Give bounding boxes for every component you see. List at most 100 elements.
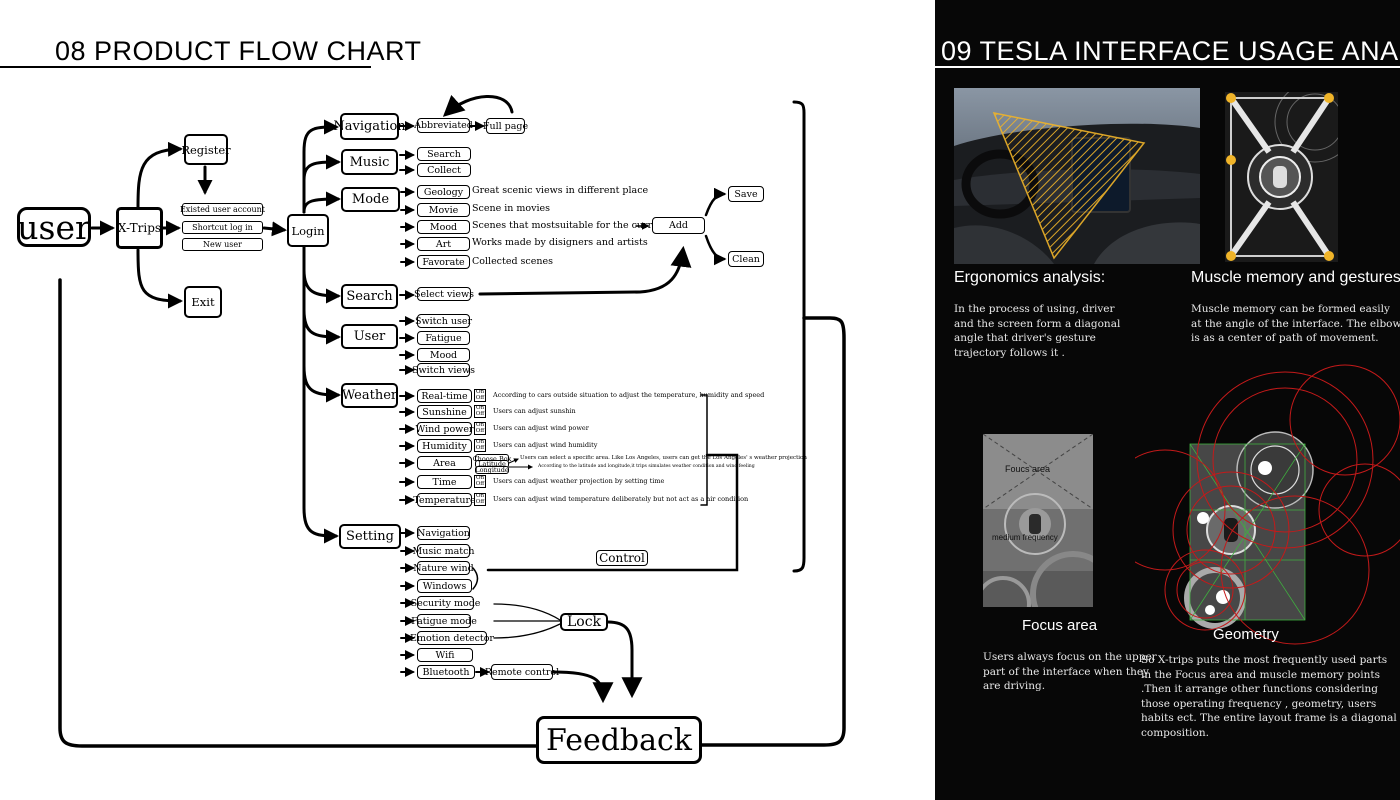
- mode-mood-desc: Scenes that mostsuitable for the current…: [472, 220, 698, 231]
- switch-user-node: Switch user: [414, 314, 473, 328]
- focus-heading: Focus area: [1022, 617, 1098, 634]
- on-label: On: [475, 475, 485, 481]
- off-label: Off: [475, 498, 485, 505]
- mode-art-desc: Works made by disigners and artists: [472, 237, 648, 248]
- flow-connectors: [58, 94, 846, 748]
- weather-item: Sunshine: [417, 405, 472, 419]
- analysis-panel: 09 TESLA INTERFACE USAGE ANALYSIS: [935, 0, 1400, 800]
- muscle-heading: Muscle memory and gestures:: [1191, 269, 1400, 286]
- weather-item: Temperature: [413, 493, 476, 507]
- save-node: Save: [728, 186, 764, 202]
- ergonomics-text: In the process of using, driver and the …: [954, 303, 1121, 359]
- mode-node: Mode: [341, 187, 400, 212]
- mode-favorate-node: Favorate: [417, 255, 470, 269]
- off-label: Off: [475, 480, 485, 487]
- weather-node: Weather: [341, 383, 398, 408]
- off-label: Off: [475, 427, 485, 434]
- abbreviated-node: Abbreviated: [414, 118, 473, 133]
- area-desc-2: According to the latitude and longitude,…: [538, 464, 755, 469]
- on-label: On: [475, 422, 485, 428]
- remote-control-node: Remote control: [485, 664, 559, 680]
- add-node: Add: [652, 217, 705, 234]
- setting-item: Bluetooth: [417, 665, 475, 679]
- flow-chart-title: 08 PRODUCT FLOW CHART: [55, 36, 422, 66]
- weather-item-desc: Users can adjust sunshin: [493, 407, 576, 415]
- setting-item: Windows: [417, 579, 472, 593]
- analysis-title-rule: [935, 66, 1400, 68]
- user-menu-node: User: [341, 324, 398, 349]
- navigation-node: Navigation: [333, 113, 406, 140]
- weather-item-desc: Users can adjust wind temperature delibe…: [493, 495, 749, 503]
- user-fatigue-node: Fatigue: [417, 331, 470, 345]
- analysis-title: 09 TESLA INTERFACE USAGE ANALYSIS: [941, 36, 1400, 66]
- on-label: On: [475, 405, 485, 411]
- account-option-shortcut: Shortcut log in: [182, 221, 263, 234]
- focus-area-label: Foucs area: [1005, 464, 1051, 474]
- weather-item: Area: [417, 456, 472, 470]
- login-node: Login: [287, 214, 329, 247]
- on-label: On: [475, 493, 485, 499]
- off-label: Off: [475, 444, 485, 451]
- mode-art-node: Art: [417, 237, 470, 251]
- muscle-text: Muscle memory can be formed easily at th…: [1191, 303, 1400, 344]
- off-label: Off: [475, 394, 485, 401]
- mode-geology-desc: Great scenic views in different place: [472, 185, 649, 196]
- off-label: Off: [475, 410, 485, 417]
- flow-chart-title-rule: [0, 66, 371, 68]
- music-collect-node: Collect: [417, 163, 471, 177]
- geometry-text: So X-trips puts the most frequently used…: [1141, 654, 1397, 739]
- mode-geology-node: Geology: [417, 185, 470, 199]
- lock-node: Lock: [560, 613, 608, 631]
- music-node: Music: [341, 149, 398, 175]
- setting-item: Music match: [412, 544, 475, 558]
- weather-item: Time: [417, 475, 472, 489]
- weather-item: Real-time: [417, 389, 472, 403]
- account-option-existed: Existed user account: [179, 203, 266, 216]
- control-node: Control: [596, 550, 648, 566]
- weather-item-desc: Users can adjust wind humidity: [493, 441, 598, 449]
- setting-item: Nature wind: [413, 561, 474, 575]
- flow-chart-panel: 08 PRODUCT FLOW CHART: [0, 36, 846, 764]
- focus-area-image: Foucs area medium frequency: [983, 434, 1093, 607]
- clean-node: Clean: [728, 251, 764, 267]
- focus-text: Users always focus on the upper part of …: [983, 651, 1157, 692]
- weather-item: Wind power: [415, 422, 474, 436]
- car-interior-photo: [954, 88, 1200, 264]
- mode-favorate-desc: Collected scenes: [472, 256, 553, 267]
- user-node: user: [17, 207, 91, 247]
- user-mood-node: Mood: [417, 348, 470, 362]
- weather-item-desc: Users can adjust wind power: [493, 424, 589, 432]
- weather-item-desc: Users can adjust weather projection by s…: [493, 477, 665, 485]
- medium-frequency-label: medium frequency: [992, 533, 1058, 542]
- exit-node: Exit: [184, 286, 222, 318]
- mode-movie-node: Movie: [417, 203, 470, 217]
- switch-views-node: Switch views: [412, 363, 475, 377]
- account-option-new: New user: [182, 238, 263, 251]
- select-views-node: Select views: [414, 287, 474, 301]
- area-longitude: Longitude: [475, 466, 509, 474]
- geometry-heading: Geometry: [1213, 626, 1279, 643]
- setting-item: Navigation: [417, 526, 470, 540]
- on-label: On: [475, 439, 485, 445]
- weather-item: Humidity: [417, 439, 472, 453]
- mode-mood-node: Mood: [417, 220, 470, 234]
- full-page-node: Full page: [483, 118, 528, 134]
- setting-item: Fatigue mode: [411, 614, 477, 628]
- feedback-node: Feedback: [536, 716, 702, 764]
- muscle-memory-interface-image: [1225, 92, 1338, 262]
- register-node: Register: [181, 134, 231, 165]
- area-desc-1: Users can select a specific area. Like L…: [520, 455, 807, 461]
- setting-item: Emotion detector: [410, 631, 494, 645]
- weather-item-desc: According to cars outside situation to a…: [493, 391, 765, 399]
- setting-node: Setting: [339, 524, 401, 549]
- geometry-image: [1135, 360, 1400, 660]
- setting-item: Security mode: [410, 596, 481, 610]
- setting-item: Wifi: [417, 648, 473, 662]
- ergonomics-heading: Ergonomics analysis:: [954, 269, 1106, 286]
- xtrips-node: X-Trips: [116, 207, 163, 249]
